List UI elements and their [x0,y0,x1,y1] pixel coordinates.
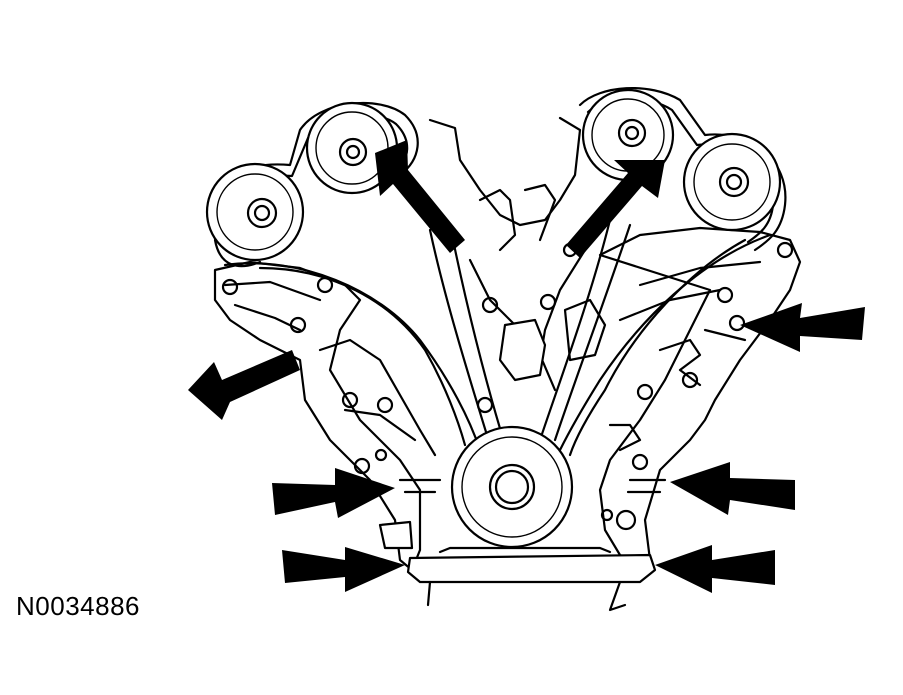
chain-guides [223,218,772,457]
arrow-left-lower [272,468,395,518]
arrow-right-middle [740,303,865,352]
indicator-arrows [188,140,865,593]
cam-sprocket-left-outer [205,162,305,262]
crankshaft-sprocket [450,425,574,549]
arrow-right-lower [670,462,795,515]
cam-sprocket-left-inner [305,101,399,195]
oil-pan [378,520,657,612]
arrow-left-bottom [282,547,405,592]
reference-lines [398,328,747,494]
arrow-right-bottom [655,545,775,593]
arrow-upper-left [375,140,465,253]
figure-id-label: N0034886 [16,591,140,621]
arrow-upper-right [566,160,665,258]
cam-sprocket-right-outer [682,132,782,232]
engine-block-right [598,226,802,567]
front-cover [428,116,607,414]
arrow-left-middle [188,350,300,420]
